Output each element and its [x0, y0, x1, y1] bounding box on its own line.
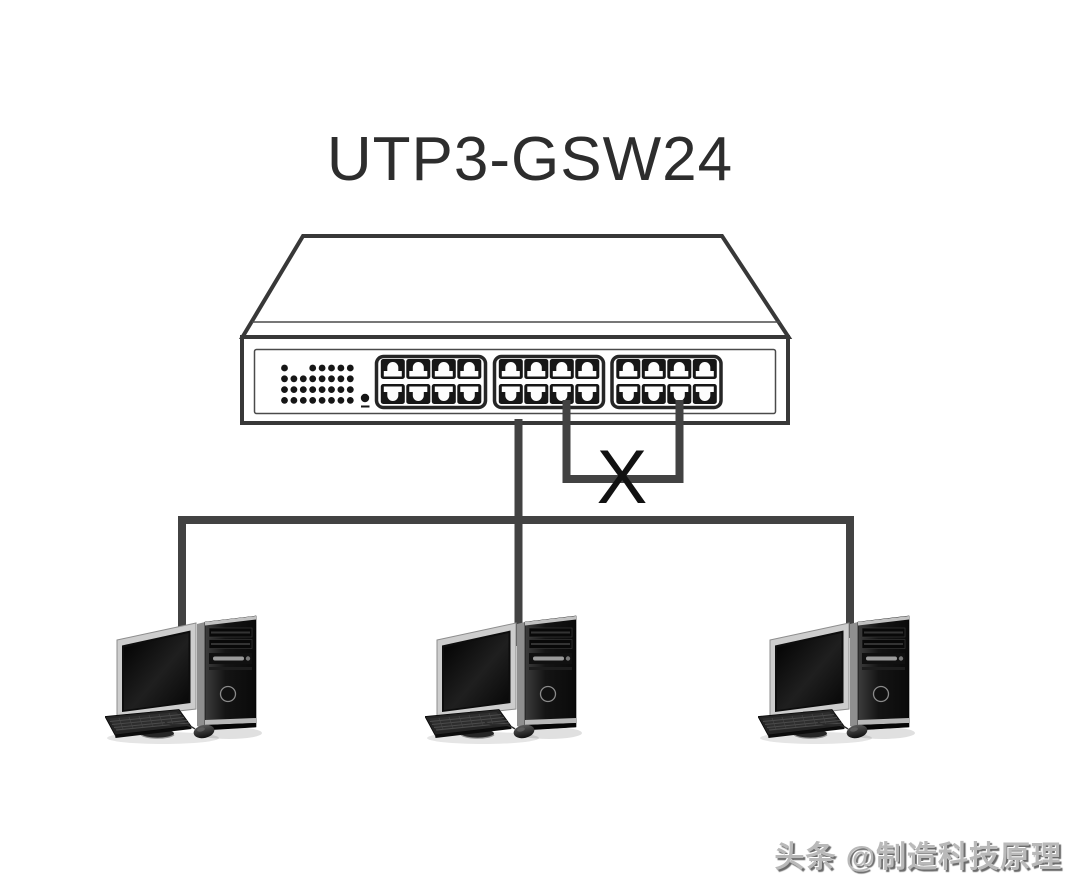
- led-indicator-grid: [281, 364, 354, 404]
- diagram-title: UTP3-GSW24: [326, 125, 734, 194]
- loop-cable: [562, 400, 684, 483]
- trunk-cable: [178, 516, 854, 638]
- computer-2: [425, 615, 583, 745]
- computer-3: [758, 615, 916, 745]
- ethernet-switch: [238, 234, 793, 425]
- computer-1: [105, 615, 263, 745]
- watermark: 头条 @制造科技原理: [774, 841, 1062, 874]
- power-led: [360, 393, 370, 408]
- loop-blocked-x-mark: X: [596, 435, 648, 520]
